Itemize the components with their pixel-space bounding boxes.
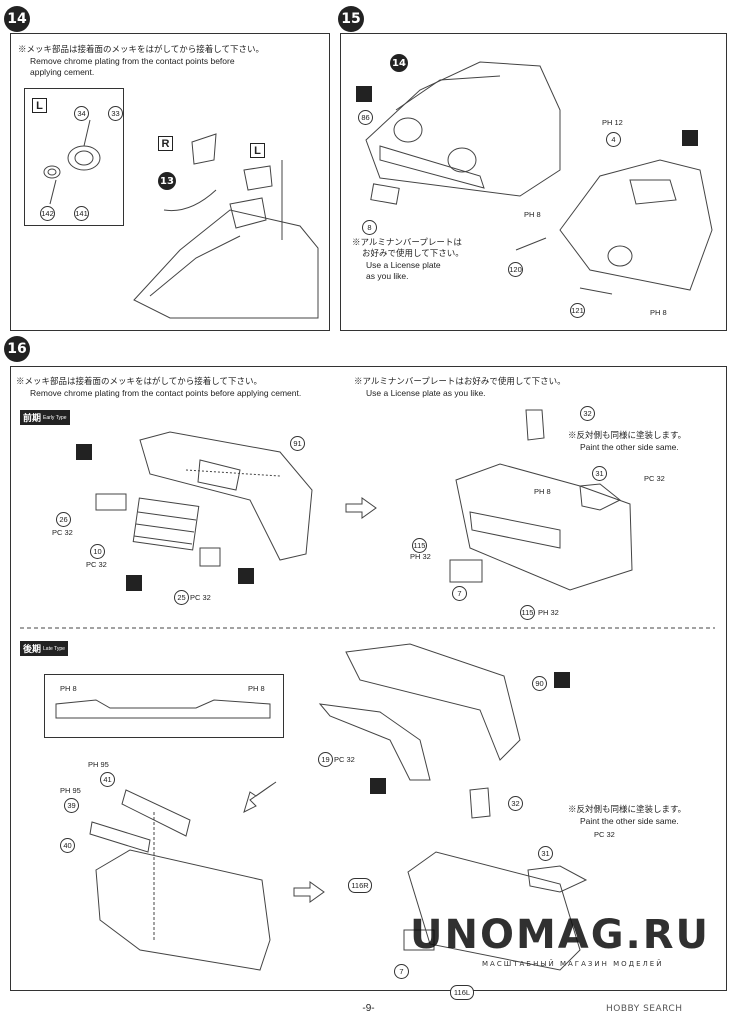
paint-code-ph32-a: PH 32 (410, 552, 431, 561)
other-side-en-2: Paint the other side same. (580, 816, 679, 826)
paint-code-pc32-a: PC 32 (52, 528, 73, 537)
paint-code-ph95-a: PH 95 (88, 760, 109, 769)
page-number: -9- (362, 1003, 375, 1014)
paint-code-pc32-e: PC 32 (334, 755, 355, 764)
paint-code-ph8-e: PH 8 (248, 684, 265, 693)
paint-chip-icon-5 (238, 568, 254, 584)
part-19: 19 (318, 752, 333, 767)
paint-chip-icon-7 (370, 778, 386, 794)
paint-code-ph32-b: PH 32 (538, 608, 559, 617)
part-120: 120 (508, 262, 523, 277)
paint-chip-icon-2 (682, 130, 698, 146)
part-39: 39 (64, 798, 79, 813)
part-31: 31 (592, 466, 607, 481)
late-grille-detail-box (44, 674, 284, 738)
step-15-plate-jp1: ※アルミナンバープレートは (352, 237, 462, 247)
paint-code-ph95-b: PH 95 (60, 786, 81, 795)
part-41: 41 (100, 772, 115, 787)
step-15-plate-jp2: お好みで使用して下さい。 (362, 248, 464, 258)
part-25: 25 (174, 590, 189, 605)
paint-code-ph8-c: PH 8 (534, 487, 551, 496)
step-14-left-box-2: L (250, 143, 265, 158)
step-16-number: 16 (4, 336, 30, 362)
paint-code-ph8-a: PH 8 (524, 210, 541, 219)
part-4: 4 (606, 132, 621, 147)
part-32-late: 32 (508, 796, 523, 811)
paint-code-pc32-c: PC 32 (190, 593, 211, 602)
part-115-a: 115 (412, 538, 427, 553)
paint-chip-icon-4 (126, 575, 142, 591)
paint-chip-icon-6 (554, 672, 570, 688)
watermark-hobbysearch: HOBBY SEARCH (606, 1004, 683, 1014)
part-142: 142 (40, 206, 55, 221)
step-14-left-box: L (32, 98, 47, 113)
part-14-ref: 14 (390, 54, 408, 72)
other-side-jp-2: ※反対側も同様に塗装します。 (568, 804, 687, 814)
part-121: 121 (570, 303, 585, 318)
step-15-plate-en2: as you like. (366, 271, 409, 281)
watermark-unomag: UNOMAG.RU (410, 912, 711, 958)
paint-code-pc32-f: PC 32 (594, 830, 615, 839)
step-16-plate-en: Use a License plate as you like. (366, 388, 486, 398)
other-side-en: Paint the other side same. (580, 442, 679, 452)
step-14-note-en2: applying cement. (30, 67, 95, 77)
paint-code-ph8-d: PH 8 (60, 684, 77, 693)
part-34: 34 (74, 106, 89, 121)
part-141: 141 (74, 206, 89, 221)
paint-code-ph12: PH 12 (602, 118, 623, 127)
part-7-b: 7 (394, 964, 409, 979)
part-116r: 116R (348, 878, 372, 893)
part-90: 90 (532, 676, 547, 691)
part-26: 26 (56, 512, 71, 527)
part-86: 86 (358, 110, 373, 125)
step-15-plate-en1: Use a License plate (366, 260, 441, 270)
other-side-jp: ※反対側も同様に塗装します。 (568, 430, 687, 440)
step-16-note-jp: ※メッキ部品は接着面のメッキをはがしてから接着して下さい。 (16, 376, 262, 386)
paint-chip-icon (356, 86, 372, 102)
paint-code-pc32-b: PC 32 (86, 560, 107, 569)
part-115-b: 115 (520, 605, 535, 620)
part-91: 91 (290, 436, 305, 451)
part-32: 32 (580, 406, 595, 421)
part-8: 8 (362, 220, 377, 235)
part-13: 13 (158, 172, 176, 190)
step-15-panel (340, 33, 727, 331)
watermark-unomag-sub: МАСШТАБНЫЙ МАГАЗИН МОДЕЛЕЙ (482, 960, 664, 968)
part-40: 40 (60, 838, 75, 853)
part-33: 33 (108, 106, 123, 121)
step-14-note-en1: Remove chrome plating from the contact p… (30, 56, 235, 66)
paint-code-ph8-b: PH 8 (650, 308, 667, 317)
step-14-number: 14 (4, 6, 30, 32)
step-14-right-box: R (158, 136, 173, 151)
step-15-number: 15 (338, 6, 364, 32)
part-31-late: 31 (538, 846, 553, 861)
step-16-note-en: Remove chrome plating from the contact p… (30, 388, 302, 398)
part-7-a: 7 (452, 586, 467, 601)
paint-code-pc32-d: PC 32 (644, 474, 665, 483)
step-16-plate-jp: ※アルミナンバープレートはお好みで使用して下さい。 (354, 376, 566, 386)
step-14-note-jp: ※メッキ部品は接着面のメッキをはがしてから接着して下さい。 (18, 44, 264, 54)
paint-chip-icon-3 (76, 444, 92, 460)
part-10: 10 (90, 544, 105, 559)
part-116l: 116L (450, 985, 474, 1000)
